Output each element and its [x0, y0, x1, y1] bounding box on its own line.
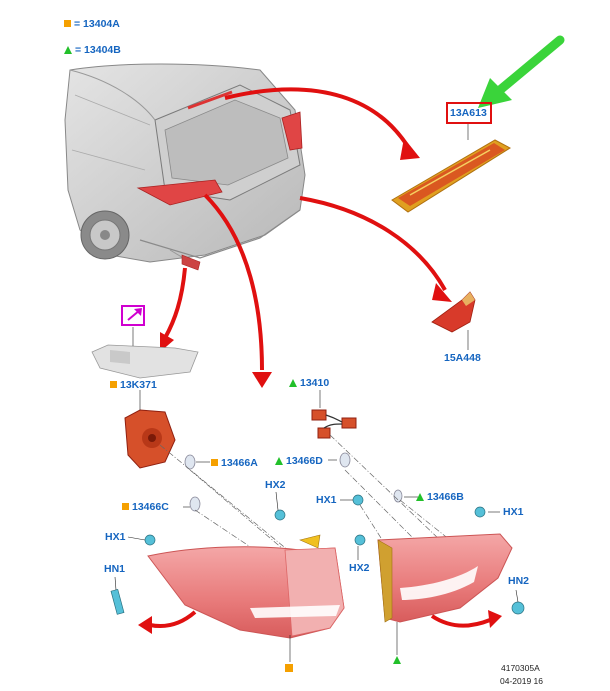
triangle-marker-icon	[393, 656, 401, 664]
label-13k371: 13K371	[110, 379, 157, 391]
removal-arrows	[138, 610, 502, 634]
label-leaders	[114, 122, 519, 662]
label-13466d: 13466D	[275, 455, 323, 467]
label-hn1: HN1	[104, 563, 126, 575]
label-13410: 13410	[289, 377, 329, 389]
triangle-icon	[289, 379, 297, 387]
arrowhead-high-mount	[400, 138, 420, 160]
left-tail-lamp-location	[136, 179, 223, 206]
label-13466b-text: 13466B	[427, 491, 464, 503]
highlight-box-reflector	[121, 305, 145, 326]
lower-lamp-15a448	[431, 291, 476, 333]
triangle-icon	[416, 493, 424, 501]
vehicle-rear-view	[64, 63, 306, 271]
label-hn2: HN2	[508, 575, 530, 587]
label-13k371-text: 13K371	[120, 379, 157, 391]
bulbs	[184, 452, 403, 512]
diagram-date: 04-2019 16	[500, 676, 544, 686]
assembly-guide-lines	[159, 434, 451, 561]
arrow-to-high-mount-lamp	[224, 87, 412, 152]
wiring-13410	[311, 409, 357, 439]
highlight-pointer-icon	[127, 308, 142, 321]
square-marker-icon	[285, 664, 293, 672]
label-13466a-text: 13466A	[221, 457, 258, 469]
legend-triangle-label: = 13404B	[75, 44, 121, 56]
square-icon	[110, 381, 117, 388]
triangle-legend-icon	[64, 46, 72, 54]
label-15a448: 15A448	[444, 352, 481, 364]
arrow-to-tail-lamp-assembly	[203, 193, 264, 371]
square-legend-icon	[64, 20, 71, 27]
square-icon	[211, 459, 218, 466]
callout-arrows	[163, 87, 447, 371]
label-13410-text: 13410	[300, 377, 330, 389]
green-highlight-arrow	[478, 35, 565, 108]
label-13466a: 13466A	[211, 457, 258, 469]
square-icon	[122, 503, 129, 510]
legend-square: = 13404A	[64, 18, 120, 30]
legend-square-label: = 13404A	[74, 18, 120, 30]
label-hx1-left: HX1	[105, 531, 126, 543]
arrow-to-reflector	[163, 267, 187, 339]
left-tail-lamp-lens	[147, 534, 345, 639]
right-tail-lamp-lens	[377, 533, 513, 623]
callout-arrowheads	[160, 138, 452, 388]
label-13a613: 13A613	[450, 107, 487, 119]
label-13466b: 13466B	[416, 491, 464, 503]
label-13466c: 13466C	[122, 501, 169, 513]
triangle-icon	[275, 457, 283, 465]
label-13466c-text: 13466C	[132, 501, 169, 513]
highlight-box-13a613	[446, 102, 492, 124]
label-hx1-mid: HX1	[316, 494, 337, 506]
reflector-bracket	[91, 344, 199, 379]
high-mount-stop-lamp-part	[391, 139, 511, 213]
label-hx2-left: HX2	[265, 479, 286, 491]
label-hx1-right: HX1	[503, 506, 524, 518]
label-13466d-text: 13466D	[286, 455, 323, 467]
lamp-socket-13k371	[124, 409, 176, 469]
legend-triangle: = 13404B	[64, 44, 121, 56]
arrow-to-15a448	[299, 196, 447, 291]
diagram-reference-id: 4170305A	[501, 663, 540, 673]
label-hx2-mid: HX2	[349, 562, 370, 574]
high-mount-stop-lamp-location	[187, 90, 233, 110]
right-tail-lamp-location	[281, 111, 303, 151]
clips	[110, 494, 525, 615]
